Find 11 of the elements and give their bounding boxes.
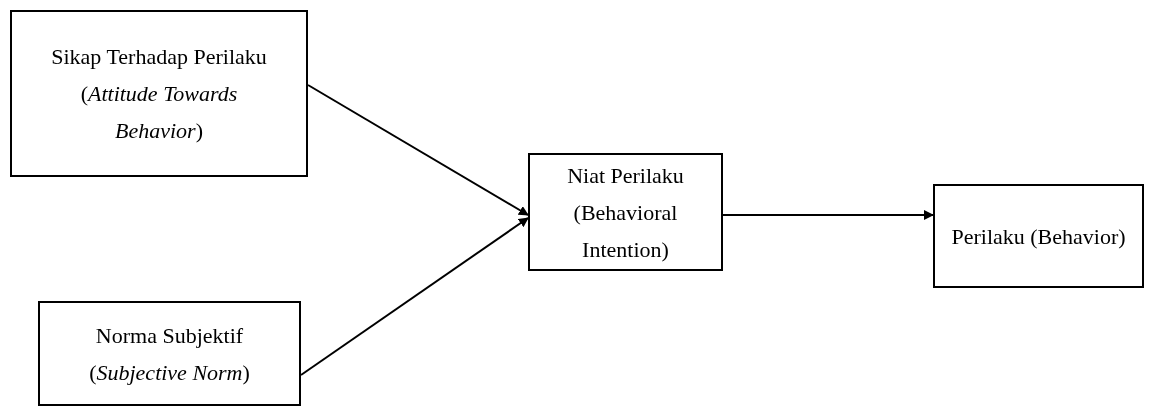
concept-box (933, 184, 1144, 288)
box-text: Norma Subjektif (Subjective Norm) (88, 321, 251, 387)
concept-box (528, 153, 723, 271)
box-text: Niat Perilaku (Behavioral Intention) (566, 161, 685, 264)
concept-box (10, 10, 308, 177)
box-text: Sikap Terhadap Perilaku (Attitude Towards Behavior) (50, 43, 268, 145)
box-text: Perilaku (Behavior) (951, 222, 1126, 251)
arrow (307, 84, 529, 216)
arrow (722, 210, 934, 220)
arrow (300, 217, 529, 376)
concept-box (38, 301, 301, 406)
